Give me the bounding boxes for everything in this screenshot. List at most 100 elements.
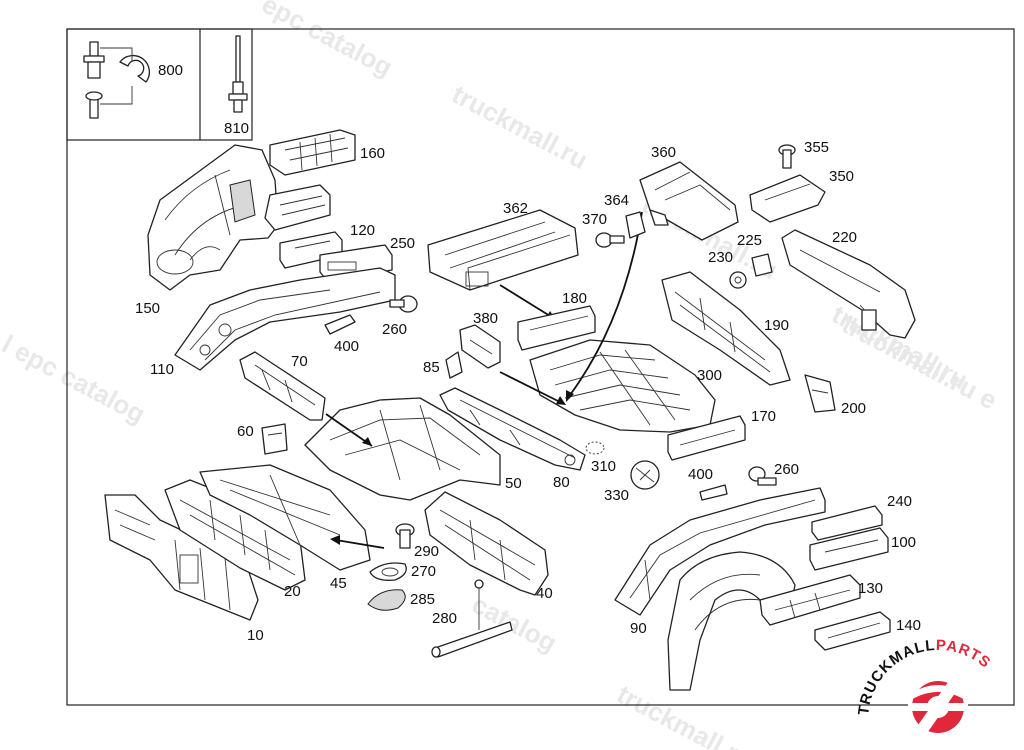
gear-icon bbox=[906, 678, 970, 736]
part-label: 200 bbox=[841, 400, 866, 417]
part-label: 230 bbox=[708, 249, 733, 266]
part-label: 250 bbox=[390, 235, 415, 252]
part-400-pad bbox=[699, 484, 728, 501]
fastener-inset: 800 810 bbox=[66, 28, 253, 141]
part-label: 180 bbox=[562, 290, 587, 307]
part-150-wheelhouse bbox=[147, 144, 279, 291]
part-rail-section bbox=[264, 184, 331, 231]
part-160-rail bbox=[269, 129, 356, 176]
part-label: 240 bbox=[887, 493, 912, 510]
part-100-member bbox=[809, 527, 889, 571]
part-label: 10 bbox=[247, 627, 264, 644]
part-310-plug bbox=[585, 441, 605, 455]
part-label: 170 bbox=[751, 408, 776, 425]
part-label: 140 bbox=[896, 617, 921, 634]
part-300-rear-floor bbox=[499, 339, 716, 433]
part-label: 360 bbox=[651, 144, 676, 161]
part-label: 70 bbox=[291, 353, 308, 370]
part-190-rail bbox=[661, 271, 791, 386]
part-330-clip bbox=[630, 460, 660, 490]
part-270-grommet bbox=[369, 562, 407, 581]
part-label: 130 bbox=[858, 580, 883, 597]
part-380-panel bbox=[459, 324, 501, 369]
part-label: 280 bbox=[432, 610, 457, 627]
diagram-frame bbox=[66, 28, 1015, 706]
part-label: 160 bbox=[360, 145, 385, 162]
watermark: truckmall.ru bbox=[447, 79, 592, 175]
part-85-clip bbox=[445, 351, 463, 379]
part-label: 350 bbox=[829, 168, 854, 185]
part-400-pad bbox=[324, 314, 356, 335]
truckmall-parts-logo: TRUCKMALLPARTS bbox=[855, 637, 993, 736]
part-70-crossmember bbox=[239, 351, 326, 421]
part-350-bracket bbox=[749, 174, 826, 223]
part-label: 220 bbox=[832, 229, 857, 246]
part-label: 810 bbox=[224, 120, 249, 137]
part-label: 225 bbox=[737, 232, 762, 249]
part-285-plug bbox=[367, 589, 406, 611]
part-label: 260 bbox=[774, 461, 799, 478]
part-label: 400 bbox=[334, 338, 359, 355]
part-180-bracket bbox=[517, 305, 596, 351]
part-label: 20 bbox=[284, 583, 301, 600]
rivet-icon bbox=[228, 35, 248, 113]
part-labels: 160 120 250 150 260 400 70 110 60 50 80 … bbox=[135, 139, 921, 644]
part-label: 100 bbox=[891, 534, 916, 551]
part-290-bolt bbox=[395, 523, 415, 549]
part-label: 364 bbox=[604, 192, 629, 209]
part-170-strip bbox=[667, 415, 746, 461]
part-260-bolt bbox=[748, 466, 777, 486]
part-225-gasket bbox=[751, 253, 773, 277]
part-label: 285 bbox=[410, 591, 435, 608]
part-label: 150 bbox=[135, 300, 160, 317]
watermark: epc catalog bbox=[257, 0, 397, 82]
part-45-floor-panel bbox=[199, 464, 385, 571]
part-label: 380 bbox=[473, 310, 498, 327]
part-label: 355 bbox=[804, 139, 829, 156]
part-230-nut bbox=[729, 271, 747, 289]
part-260-bolt bbox=[389, 295, 418, 313]
part-label: 45 bbox=[330, 575, 347, 592]
part-40-side-member bbox=[424, 491, 549, 596]
part-240-member bbox=[811, 505, 883, 541]
part-90-rail bbox=[614, 487, 826, 616]
part-label: 270 bbox=[411, 563, 436, 580]
part-label: 310 bbox=[591, 458, 616, 475]
part-label: 300 bbox=[697, 367, 722, 384]
part-60-bracket bbox=[261, 423, 288, 455]
part-label: 800 bbox=[158, 62, 183, 79]
part-label: 190 bbox=[764, 317, 789, 334]
part-50-floor-front bbox=[304, 397, 501, 501]
part-label: 80 bbox=[553, 474, 570, 491]
part-360-support bbox=[639, 161, 739, 241]
part-label: 120 bbox=[350, 222, 375, 239]
part-label: 370 bbox=[582, 211, 607, 228]
part-130-sill bbox=[759, 574, 861, 626]
part-label: 400 bbox=[688, 466, 713, 483]
part-140-plate bbox=[814, 611, 891, 651]
part-label: 90 bbox=[630, 620, 647, 637]
part-wheelhouse-rear bbox=[667, 551, 796, 691]
part-200-bracket bbox=[804, 374, 836, 413]
part-label: 260 bbox=[382, 321, 407, 338]
part-label: 290 bbox=[414, 543, 439, 560]
part-364-bracket bbox=[625, 211, 646, 239]
clip-icon bbox=[83, 41, 151, 119]
part-label: 362 bbox=[503, 200, 528, 217]
part-362-tray bbox=[427, 209, 579, 291]
part-label: 110 bbox=[150, 361, 174, 378]
part-20-tunnel bbox=[164, 479, 306, 591]
part-355-bolt bbox=[778, 144, 796, 169]
part-label: 40 bbox=[536, 585, 553, 602]
part-110-longitudinal bbox=[174, 267, 396, 371]
part-220-bumper-beam bbox=[781, 229, 916, 339]
part-label: 50 bbox=[505, 475, 522, 492]
part-10-front-panel bbox=[104, 494, 259, 621]
part-80-crossmember bbox=[439, 387, 586, 471]
part-label: 85 bbox=[423, 359, 440, 376]
part-label: 330 bbox=[604, 487, 629, 504]
part-label: 60 bbox=[237, 423, 254, 440]
part-370-bolt bbox=[595, 232, 625, 248]
part-280-rod bbox=[431, 579, 513, 658]
